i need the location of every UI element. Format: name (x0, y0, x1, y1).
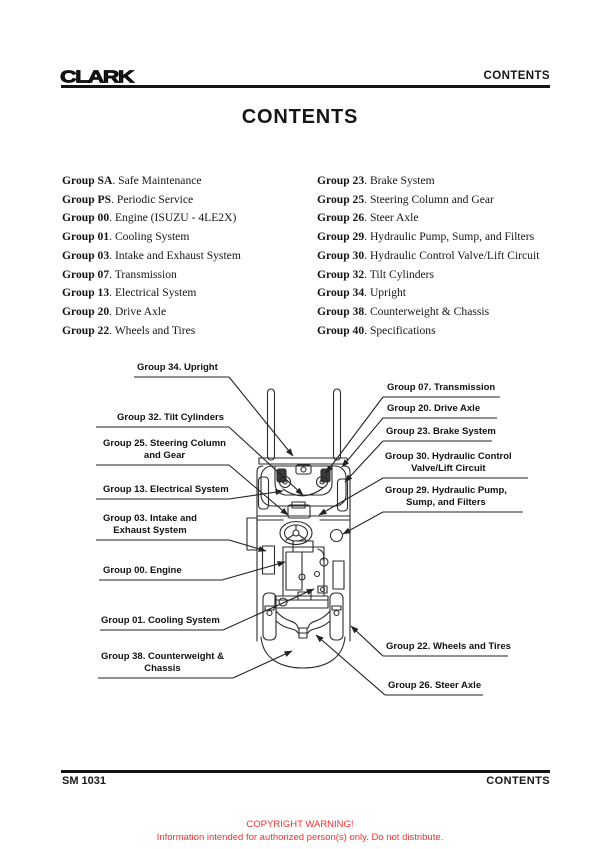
counterweight (260, 636, 346, 669)
toc-column-right: Group 23. Brake System Group 25. Steerin… (317, 172, 559, 340)
footer-manual-number: SM 1031 (62, 775, 107, 787)
callout-label-group-25: Group 25. Steering Column and Gear (103, 438, 226, 461)
callout-label-group-23: Group 23. Brake System (386, 426, 496, 437)
mast-assembly (260, 464, 347, 507)
callout-label-group-30: Group 30. Hydraulic Control Valve/Lift C… (385, 451, 512, 474)
toc-entry: Group 29. Hydraulic Pump, Sump, and Filt… (317, 230, 535, 244)
callout-label-group-22: Group 22. Wheels and Tires (386, 641, 511, 652)
toc-entry: Group 32. Tilt Cylinders (317, 267, 435, 281)
toc-entry: Group SA. Safe Maintenance (62, 174, 202, 187)
callout-label-group-07: Group 07. Transmission (387, 382, 496, 393)
callout-label-group-38: Group 38. Counterweight & Chassis (101, 651, 224, 674)
callout-label-group-34: Group 34. Upright (137, 362, 218, 373)
steer-axle (275, 610, 331, 639)
toc-entry: Group 20. Drive Axle (62, 304, 167, 318)
header-section-label: CONTENTS (483, 70, 550, 82)
callout-label-group-32: Group 32. Tilt Cylinders (117, 412, 224, 423)
clark-logo: CLARK (60, 65, 136, 87)
callout-label-group-13: Group 13. Electrical System (103, 484, 229, 495)
toc-entry: Group 00. Engine (ISUZU - 4LE2X) (62, 211, 237, 225)
steer-wheels (262, 592, 344, 641)
copyright-warning-text: Information intended for authorized pers… (156, 831, 444, 843)
callout-label-group-20: Group 20. Drive Axle (387, 403, 481, 414)
toc-entry: Group 30. Hydraulic Control Valve/Lift C… (317, 248, 540, 262)
footer-section-label: CONTENTS (486, 775, 550, 787)
copyright-warning-title: COPYRIGHT WARNING! (246, 819, 354, 830)
chassis-rails (246, 465, 351, 642)
steering-wheel (279, 501, 313, 546)
engine (261, 528, 344, 597)
fork-tines (266, 388, 342, 461)
callout-label-group-29: Group 29. Hydraulic Pump, Sump, and Filt… (385, 485, 507, 508)
copyright-warning: COPYRIGHT WARNING! Information intended … (0, 819, 600, 844)
toc-entry: Group 07. Transmission (62, 267, 177, 281)
toc-entry: Group 34. Upright (317, 286, 407, 300)
callout-label-group-26: Group 26. Steer Axle (388, 680, 482, 691)
callout-lines (96, 376, 528, 696)
page-title: CONTENTS (241, 106, 359, 128)
callout-label-group-00: Group 00. Engine (103, 565, 182, 576)
toc-entry: Group 23. Brake System (317, 174, 435, 187)
callout-label-group-03: Group 03. Intake and Exhaust System (103, 513, 197, 536)
toc-entry: Group 38. Counterweight & Chassis (317, 304, 490, 318)
toc-entry: Group 01. Cooling System (62, 230, 190, 244)
header-rule (61, 85, 550, 88)
toc-entry: Group 40. Specifications (317, 323, 436, 337)
toc-column-left: Group SA. Safe Maintenance Group PS. Per… (62, 172, 314, 340)
radiator (274, 591, 329, 609)
callout-label-group-01: Group 01. Cooling System (101, 615, 220, 626)
forklift-drawing (246, 388, 351, 669)
toc-entry: Group PS. Periodic Service (62, 192, 194, 206)
toc-entry: Group 25. Steering Column and Gear (317, 192, 494, 206)
toc-entry: Group 22. Wheels and Tires (62, 323, 196, 337)
toc-entry: Group 26. Steer Axle (317, 211, 419, 225)
footer-rule (61, 770, 550, 773)
toc-entry: Group 13. Electrical System (62, 286, 197, 300)
toc-entry: Group 03. Intake and Exhaust System (62, 248, 241, 262)
